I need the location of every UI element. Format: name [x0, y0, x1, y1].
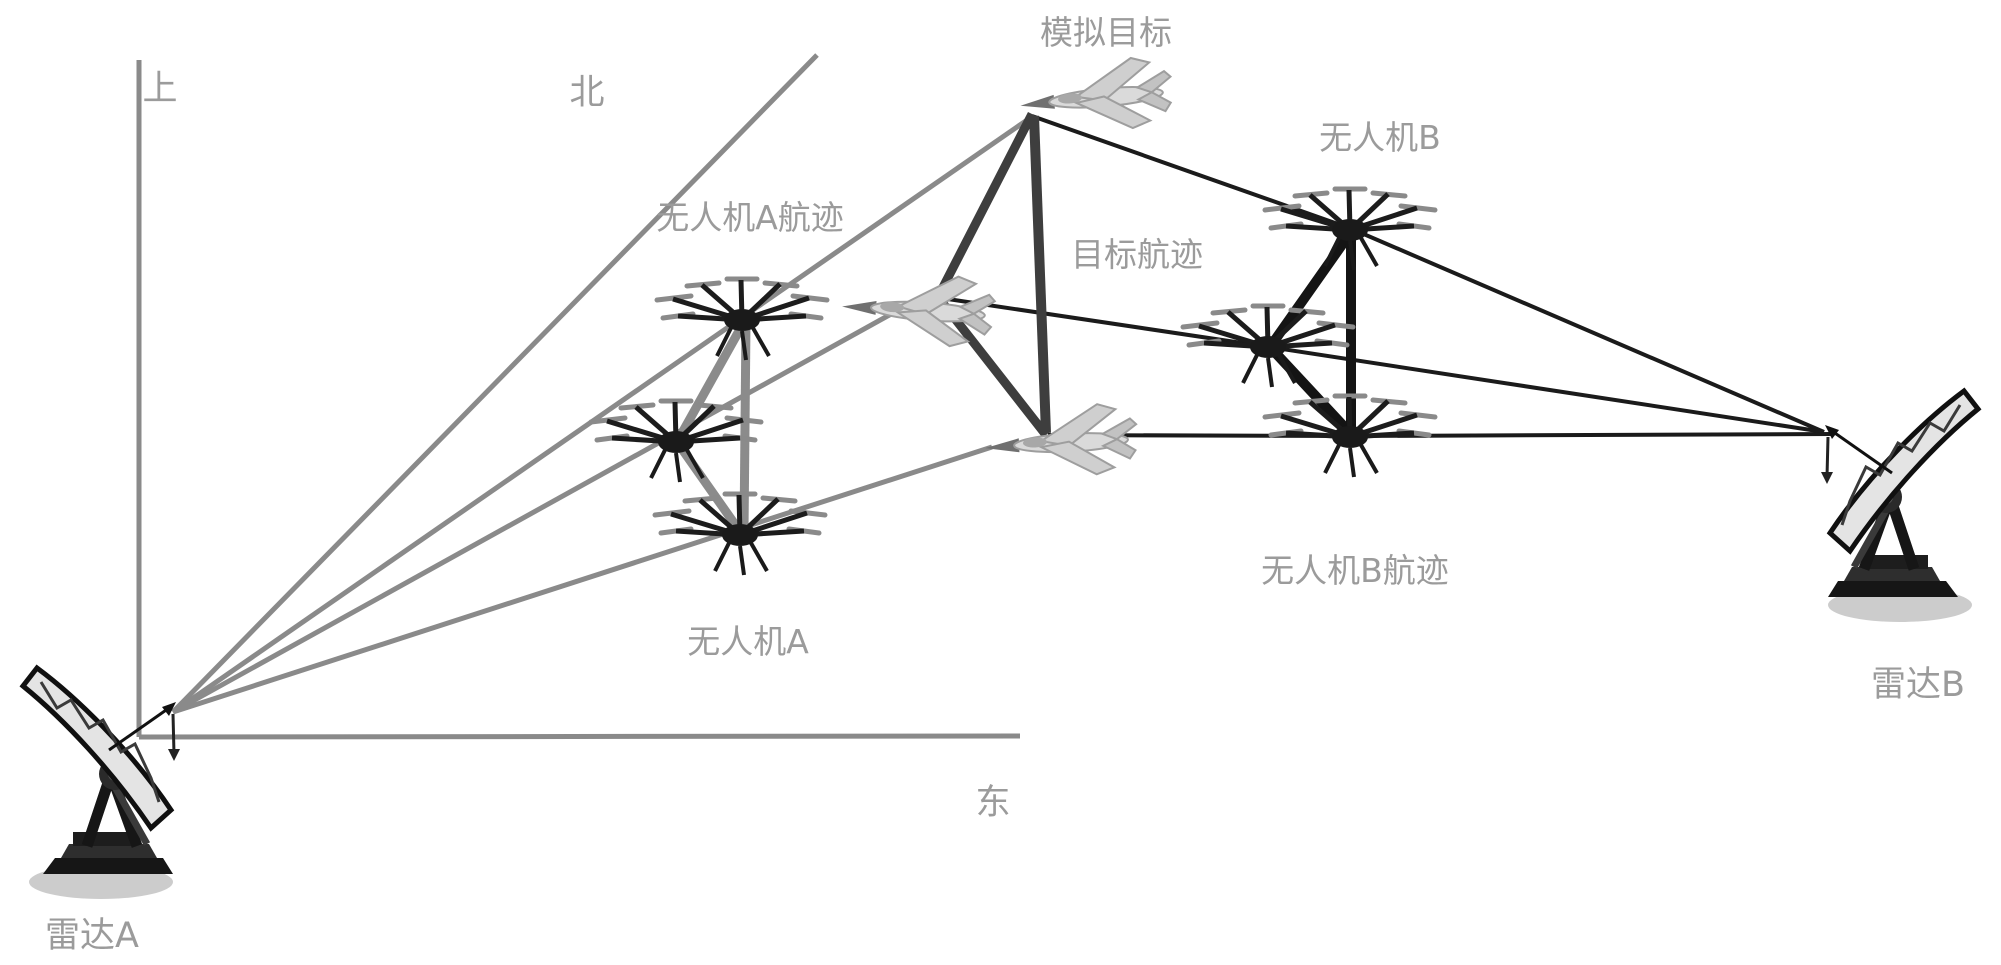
uav-b-track-label: 无人机B航迹	[1261, 551, 1449, 590]
uav-a-drones	[591, 279, 827, 575]
radar-b-dish-icon	[1821, 391, 1978, 622]
radar-a-ray-to-target-bottom	[172, 444, 993, 715]
target-trajectory-zigzag	[932, 111, 1050, 438]
uav-a-track-label: 无人机A航迹	[656, 198, 844, 237]
radar-a-label: 雷达A	[45, 916, 139, 956]
target-trajectory	[932, 111, 1051, 438]
east-axis-label: 东	[975, 783, 1010, 823]
diagram-labels: 上 北 东 模拟目标 目标航迹 无人机A航迹 无人机A 无人机B 无人机B航迹 …	[45, 13, 1965, 956]
radar-a-dish-icon	[23, 668, 180, 899]
uav-b-drone-icon-middle	[1183, 306, 1353, 387]
uav-a-drone-icon-bottom	[655, 494, 825, 575]
target-trajectory-vertical	[1029, 115, 1051, 434]
simulated-target-label: 模拟目标	[1040, 13, 1172, 52]
uav-a-drone-icon-middle	[591, 401, 761, 482]
north-axis-label: 北	[569, 73, 604, 113]
radar-b-ray-to-target-bottom	[1047, 432, 1834, 439]
radar-b-ray-to-target-top	[1031, 114, 1825, 434]
simulated-target-jet-icon-bottom	[982, 401, 1140, 482]
radar-a-ray-to-target-middle	[171, 305, 904, 715]
target-track-label: 目标航迹	[1071, 235, 1203, 274]
radar-b-sight-lines	[940, 114, 1834, 439]
up-axis-label: 上	[142, 69, 177, 109]
radar-b-label: 雷达B	[1871, 665, 1965, 705]
uav-b-label: 无人机B	[1319, 118, 1441, 157]
simulated-target-jet-icon-top	[1016, 53, 1176, 139]
radar-b-ray-to-target-middle	[940, 296, 1825, 434]
radar-a-sight-lines	[171, 115, 1032, 715]
coordinate-axes	[136, 53, 1021, 740]
uav-a-label: 无人机A	[687, 622, 809, 661]
radar-a-ray-to-target-top	[171, 115, 1032, 715]
east-axis-line	[138, 733, 1021, 740]
north-axis-line	[171, 53, 819, 714]
